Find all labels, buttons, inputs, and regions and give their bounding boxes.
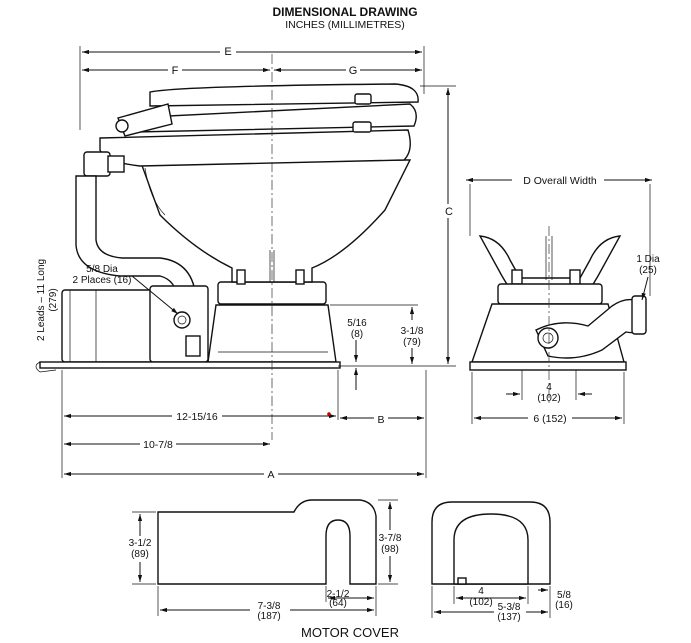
drawing-units: INCHES (MILLIMETRES) bbox=[285, 19, 405, 31]
cover-w4-mm: (102) bbox=[469, 597, 492, 608]
dim-c-label: C bbox=[445, 206, 453, 218]
dim-5-16-mm: (8) bbox=[351, 329, 363, 340]
leads-mm: (279) bbox=[48, 288, 59, 311]
cover-len-mm: (187) bbox=[257, 611, 280, 622]
dia-callout-line2: (25) bbox=[639, 265, 657, 276]
drawing-title: DIMENSIONAL DRAWING bbox=[272, 5, 417, 19]
cover-w4-label: 4 bbox=[478, 586, 484, 597]
cover-w5-label: 5-3/8 bbox=[498, 602, 521, 613]
cover-slot-mm: (64) bbox=[329, 598, 347, 609]
dim-b-label: B bbox=[377, 414, 384, 426]
cover-slot-label: 2-1/2 bbox=[327, 589, 350, 600]
dim-4-label: 4 bbox=[546, 382, 552, 393]
dim-a-label: A bbox=[267, 469, 274, 481]
dim-f-label: F bbox=[172, 65, 179, 77]
dia-callout-line1: 1 Dia bbox=[636, 254, 660, 265]
dim-5-16-label: 5/16 bbox=[347, 318, 367, 329]
dim-3-1-8-label: 3-1/8 bbox=[401, 326, 424, 337]
dim-6-label: 6 (152) bbox=[533, 413, 566, 425]
motor-cover-end bbox=[431, 501, 551, 585]
hole-callout-line2: 2 Places (16) bbox=[73, 275, 132, 286]
cover-h2-label: 3-7/8 bbox=[379, 533, 402, 544]
dim-12-15-16-label: 12-15/16 bbox=[176, 411, 218, 423]
cover-len-label: 7-3/8 bbox=[258, 601, 281, 612]
dim-3-1-8-mm: (79) bbox=[403, 337, 421, 348]
motor-cover-side bbox=[157, 499, 377, 585]
motor-cover-title: MOTOR COVER bbox=[301, 625, 399, 640]
cover-h2-mm: (98) bbox=[381, 544, 399, 555]
dim-e-label: E bbox=[224, 46, 231, 58]
dim-10-7-8-label: 10-7/8 bbox=[143, 439, 173, 451]
hole-callout-line1: 5/8 Dia bbox=[86, 264, 118, 275]
cover-h1-mm: (89) bbox=[131, 549, 149, 560]
dim-g-label: G bbox=[349, 65, 358, 77]
cover-h1-label: 3-1/2 bbox=[129, 538, 152, 549]
cover-w58-mm: (16) bbox=[555, 600, 573, 611]
red-marker-dot bbox=[327, 412, 331, 416]
cover-w58-label: 5/8 bbox=[557, 590, 571, 601]
dim-d-label: D Overall Width bbox=[523, 175, 597, 187]
leads-label: 2 Leads – 11 Long bbox=[36, 259, 47, 341]
toilet-front-view bbox=[469, 235, 647, 371]
dim-4-mm: (102) bbox=[537, 393, 560, 404]
cover-w5-mm: (137) bbox=[497, 612, 520, 623]
